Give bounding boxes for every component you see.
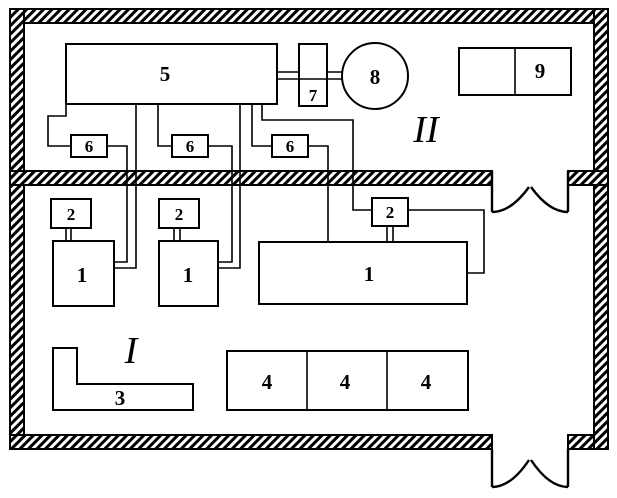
unit-7-label: 7 [309, 86, 318, 105]
unit-2-mid-label: 2 [175, 205, 184, 224]
unit-3-label: 3 [115, 386, 126, 410]
room-lower-label: I [124, 330, 140, 372]
wiring [47, 71, 485, 274]
door-partition [490, 171, 570, 214]
wall-right [593, 8, 609, 450]
unit-9: 9 [458, 47, 572, 96]
unit-6-left: 6 [70, 134, 108, 158]
room-upper-label: II [412, 109, 441, 151]
door-exterior [490, 449, 570, 489]
unit-1-right: 1 [258, 241, 468, 305]
unit-4-b-label: 4 [340, 370, 351, 394]
unit-7: 7 [298, 43, 328, 107]
unit-2-left-label: 2 [67, 205, 76, 224]
unit-8-label: 8 [370, 65, 381, 89]
wall-partition-right [567, 170, 609, 186]
wall-partition-left [9, 170, 493, 186]
unit-6-mid-label: 6 [186, 137, 195, 156]
unit-3: 3 [52, 347, 194, 411]
unit-4-c-label: 4 [421, 370, 432, 394]
unit-2-right-label: 2 [386, 203, 395, 222]
unit-9-label: 9 [535, 59, 546, 83]
unit-5: 5 [65, 43, 278, 105]
unit-6-left-label: 6 [85, 137, 94, 156]
unit-1-mid-label: 1 [183, 263, 194, 287]
wall-bottom-left [9, 434, 493, 450]
unit-4-group: 4 4 4 [226, 350, 469, 411]
unit-6-right-label: 6 [286, 137, 295, 156]
wall-left [9, 8, 25, 450]
unit-8: 8 [341, 42, 409, 110]
unit-2-mid: 2 [158, 198, 200, 229]
unit-6-mid: 6 [171, 134, 209, 158]
unit-2-left: 2 [50, 198, 92, 229]
unit-6-right: 6 [271, 134, 309, 158]
walls [9, 8, 609, 450]
wall-top [9, 8, 609, 24]
unit-1-left: 1 [52, 240, 115, 307]
unit-1-mid: 1 [158, 240, 219, 307]
unit-2-right: 2 [371, 197, 409, 227]
unit-1-left-label: 1 [77, 263, 88, 287]
unit-4-a-label: 4 [262, 370, 273, 394]
unit-1-right-label: 1 [364, 262, 375, 286]
unit-5-label: 5 [160, 62, 171, 86]
